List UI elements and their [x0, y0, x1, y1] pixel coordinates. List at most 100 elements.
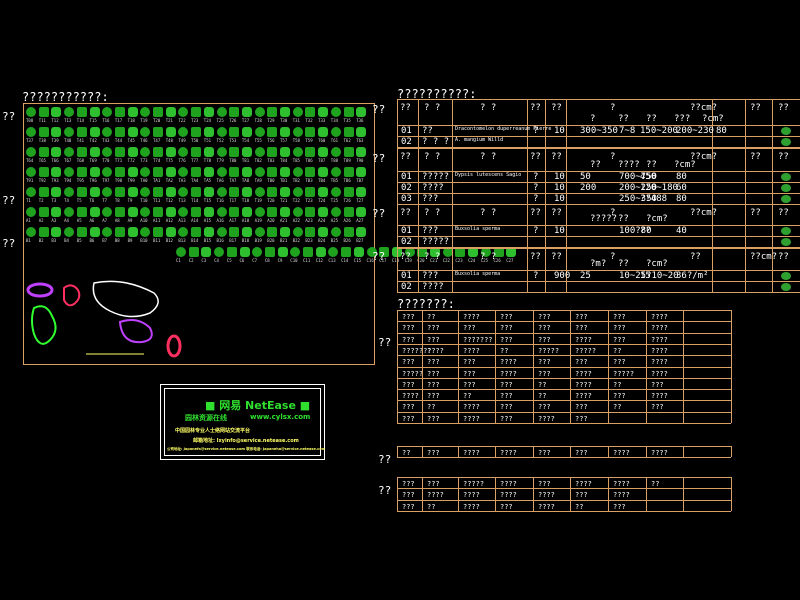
plant-symbol-icon: [254, 167, 265, 177]
plant-symbol-label: B19: [254, 238, 262, 243]
plant-symbol-icon: [153, 107, 163, 117]
plant-symbol-label: B23: [305, 238, 313, 243]
plant-symbol-label: A18: [241, 218, 250, 223]
plant-symbol-icon: [280, 147, 290, 157]
notes-grid-3-cell: ????: [500, 480, 517, 488]
plant-symbol-icon: [140, 207, 151, 217]
notes-grid-cell: ???: [402, 380, 415, 389]
plant-symbol-icon: [318, 227, 329, 237]
plant-symbol-icon: [343, 127, 354, 137]
logo-contact: 公司地址: Japanefa@service.netease.com 联系电话:…: [167, 447, 326, 451]
notes-grid-cell: ???: [427, 380, 440, 389]
table1-cell: ? ? ?: [422, 137, 450, 147]
plant-symbol-icon: [241, 207, 252, 217]
logo-brand: ■ 网易 NetEase ■: [205, 399, 311, 412]
plant-symbol-label: T53: [229, 138, 237, 143]
plant-symbol-icon: [165, 167, 176, 177]
plant-symbol-icon: [239, 247, 250, 257]
side-label-2: ??: [2, 194, 16, 207]
plant-symbol-label: T73: [140, 158, 148, 163]
plant-symbol-label: B11: [153, 238, 161, 243]
table2-cell: ?: [533, 194, 539, 204]
notes-grid-cell: ???: [613, 335, 626, 344]
notes-grid-cell: ???: [463, 380, 476, 389]
notes-grid-2-cell: ????: [500, 449, 517, 457]
plant-symbol-icon: [241, 187, 252, 197]
notes-grid-cell: ???: [538, 313, 551, 321]
plant-symbol-icon: [318, 207, 329, 217]
plant-symbol-label: A5: [76, 218, 82, 223]
shrub-patch-violet: [118, 319, 153, 344]
plant-symbol-label: C22: [442, 258, 450, 263]
plant-symbol-label: C23: [455, 258, 463, 263]
notes-grid-3-cell: ????: [538, 491, 555, 500]
plant-symbol-label: T79: [216, 158, 224, 163]
plant-symbol-label: A13: [178, 218, 186, 223]
plant-symbol-label: T92: [38, 178, 46, 183]
plant-symbol-icon: [191, 147, 202, 157]
table2-cell: 10: [554, 172, 565, 182]
plant-symbol-icon: [391, 247, 402, 257]
plant-symbol-label: T49: [178, 138, 186, 143]
notes-grid-3-cell: ????: [613, 480, 630, 488]
plant-symbol-label: T44: [114, 138, 123, 143]
plant-symbol-label: T98: [114, 178, 123, 183]
notes-grid-cell: ???: [500, 335, 513, 344]
plant-symbol-label: T18: [241, 198, 250, 203]
table4-subheader-cell: ?cm?: [646, 259, 668, 269]
plant-symbol-icon: [64, 187, 75, 197]
plant-symbol-label: TA6: [216, 178, 224, 183]
plant-symbol-icon: [102, 187, 113, 197]
table4-header-cell: ??: [530, 252, 541, 262]
plant-symbol-icon: [254, 227, 265, 237]
plant-symbol-icon: [165, 207, 176, 217]
notes-grid-cell: ????: [651, 324, 668, 333]
table3-subheader-cell: ??: [618, 214, 629, 224]
plant-symbol-icon: [356, 167, 367, 177]
plant-symbol-icon: [140, 187, 151, 197]
notes-grid-3-cell: ??: [651, 480, 660, 488]
table2-header-cell: ??: [530, 152, 541, 162]
plant-symbol-label: T39: [51, 138, 59, 143]
table1-subheader-cell: ?: [590, 114, 596, 124]
spec-side-label-1: ??: [372, 103, 386, 116]
plant-symbol-label: A16: [216, 218, 224, 223]
plant-symbol-icon: [341, 247, 352, 257]
library-title: ???????????:: [22, 90, 109, 104]
notes-grid-cell: ????: [651, 369, 668, 378]
table2-header-cell: ??: [778, 152, 789, 162]
plant-symbol-icon: [140, 107, 151, 117]
plant-thumbnail-icon: [781, 283, 791, 291]
spec-side-label-4: ??: [372, 250, 386, 263]
spec-side-label-2: ??: [372, 152, 386, 165]
plant-thumbnail-icon: [781, 184, 791, 192]
notes-grid-cell: ???: [427, 369, 440, 378]
plant-symbol-label: T75: [165, 158, 173, 163]
plant-symbol-icon: [252, 247, 263, 257]
plant-symbol-label: TA1: [153, 178, 161, 183]
table1-cell: 02: [401, 137, 412, 147]
plant-symbol-label: T12: [165, 198, 173, 203]
notes-grid-cell: ????: [651, 346, 668, 355]
plant-symbol-label: T16: [216, 198, 224, 203]
plant-symbol-label: A2: [38, 218, 44, 223]
plant-symbol-label: T81: [241, 158, 250, 163]
notes-grid-cell: ?????: [575, 346, 597, 355]
plant-symbol-icon: [254, 107, 265, 117]
plant-symbol-label: C19: [404, 258, 412, 263]
plant-symbol-label: T12: [51, 118, 59, 123]
plant-symbol-icon: [102, 167, 113, 177]
plant-symbol-icon: [241, 147, 252, 157]
notes-grid-cell: ??: [613, 346, 622, 355]
plant-symbol-label: T08: [26, 118, 34, 123]
plant-symbol-icon: [89, 147, 100, 157]
notes-grid-3-cell: ????: [500, 491, 517, 500]
plant-symbol-label: T48: [165, 138, 173, 143]
plant-symbol-icon: [305, 147, 316, 157]
notes-grid-cell: ???: [500, 414, 513, 423]
plant-symbol-label: T80: [229, 158, 237, 163]
notes-grid-3-cell: ??: [575, 502, 584, 511]
notes-grid-cell: ????: [651, 358, 668, 367]
plant-symbol-label: A6: [89, 218, 95, 223]
